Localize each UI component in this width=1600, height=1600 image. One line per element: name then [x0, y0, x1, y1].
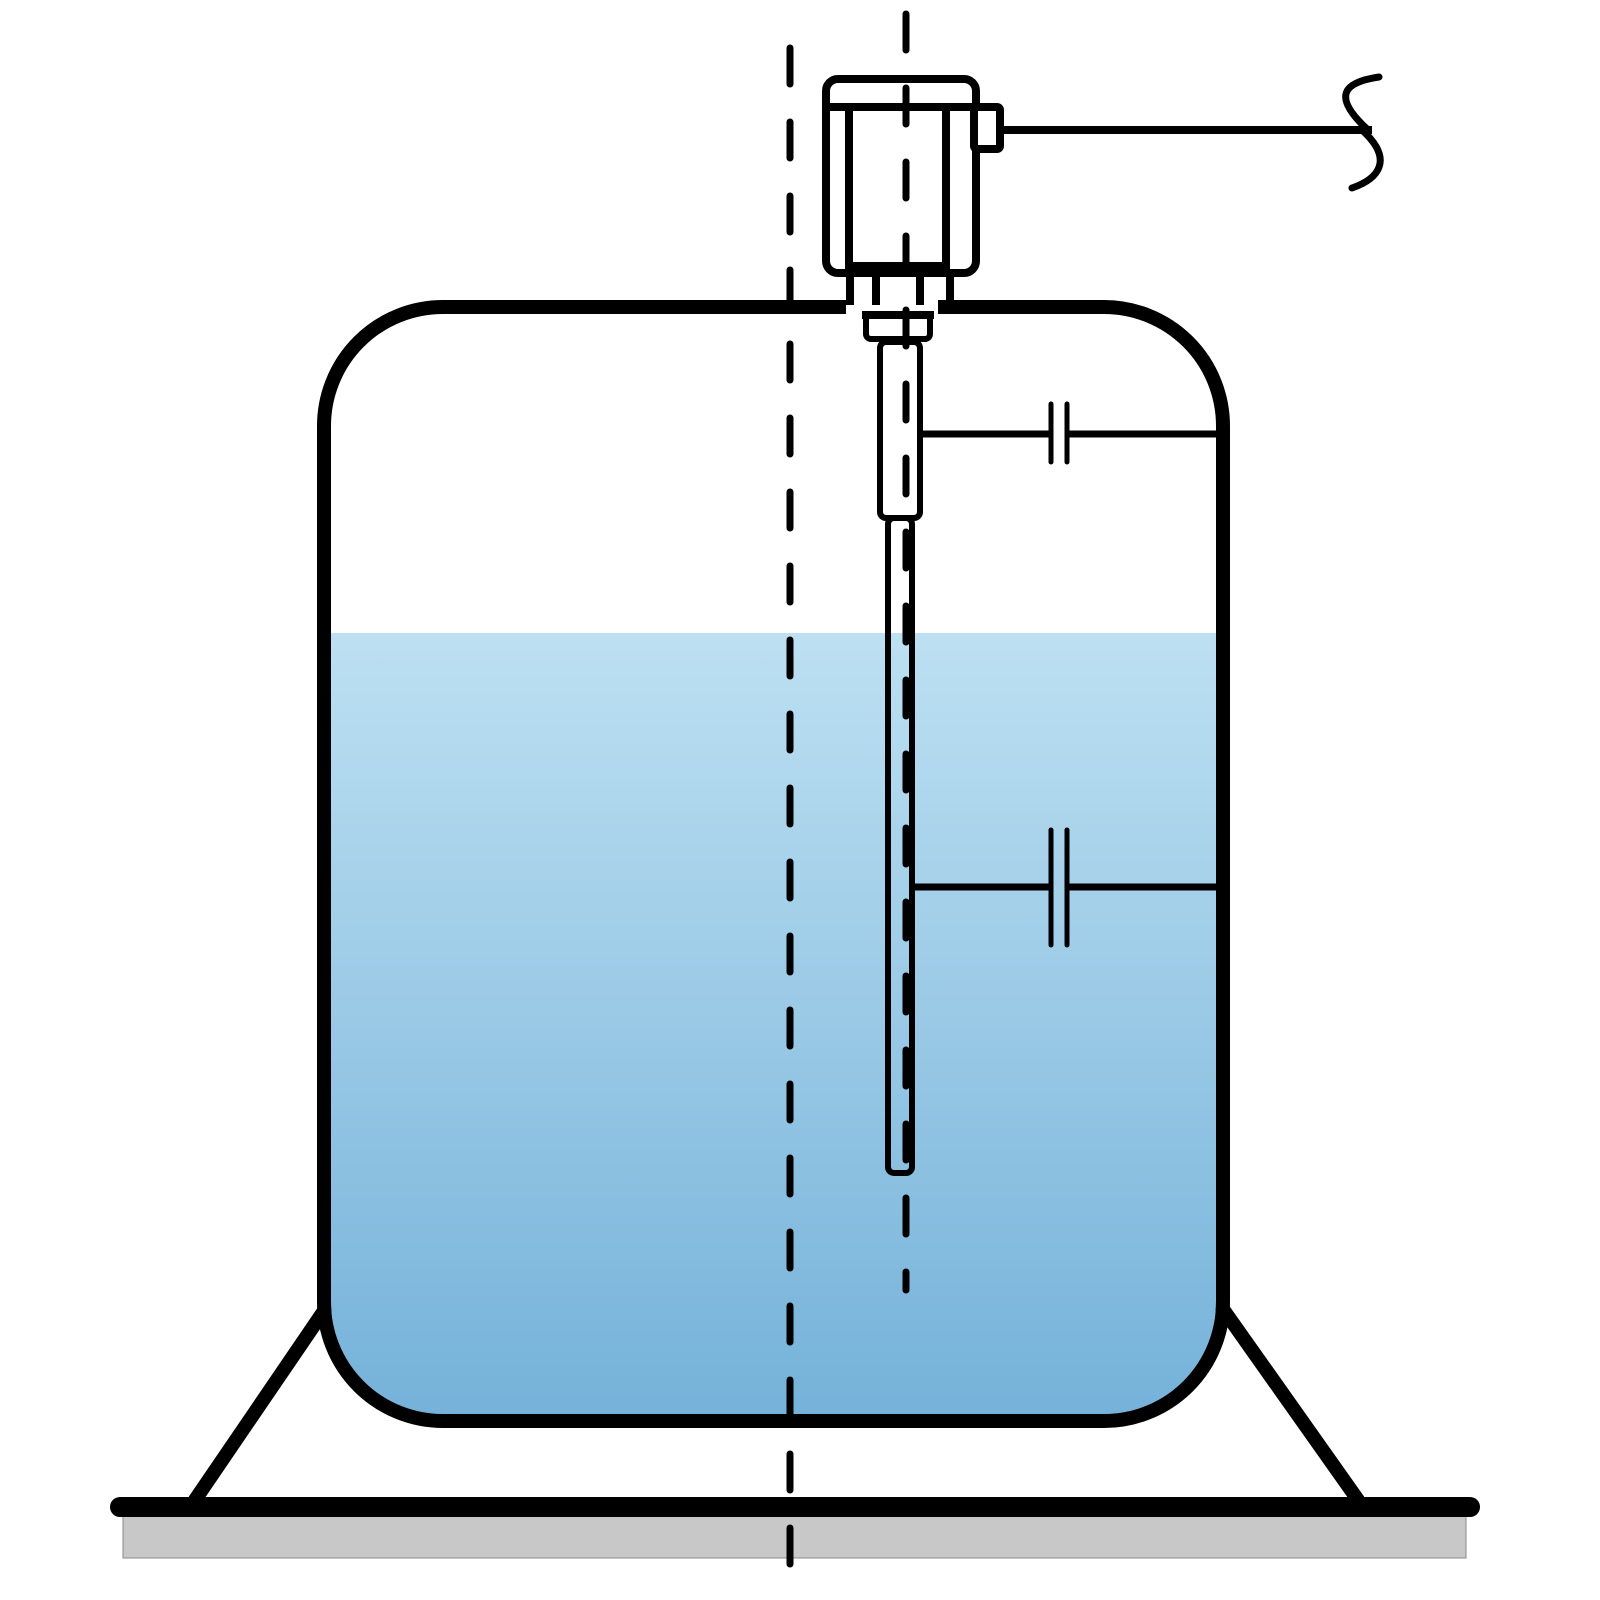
capacitor-liquid [912, 827, 1216, 948]
liquid [331, 633, 1216, 1414]
tank-body [317, 300, 1230, 1428]
probe-rod [877, 339, 923, 1176]
tank-support-frame [188, 1295, 1365, 1507]
signal-cable-icon [1000, 73, 1384, 192]
capacitor-air [920, 401, 1216, 465]
ground-plate [122, 1513, 1467, 1559]
